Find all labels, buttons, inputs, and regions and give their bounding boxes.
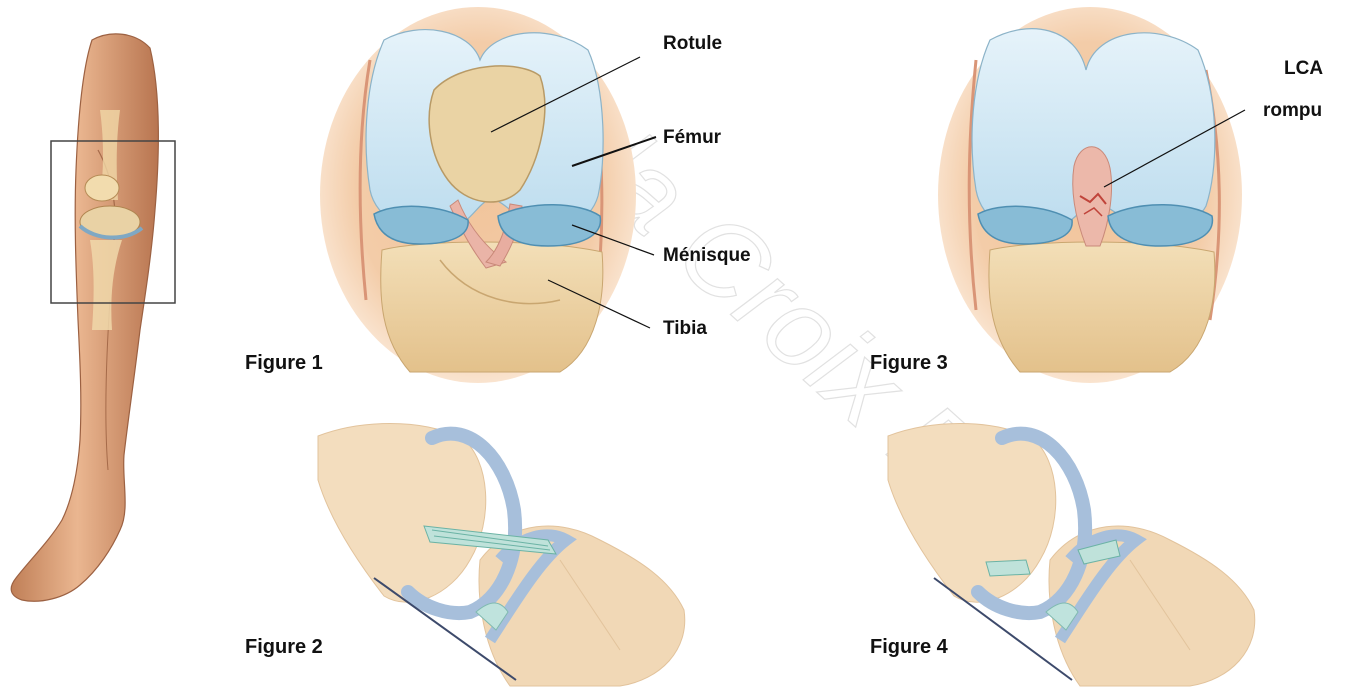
- figure-4-caption: Figure 4: [870, 636, 949, 658]
- knee-side-normal: [318, 424, 685, 687]
- label-tibia: Tibia: [663, 318, 707, 339]
- label-femur: Fémur: [663, 127, 722, 148]
- label-rompu: rompu: [1263, 100, 1322, 121]
- figure-3-caption: Figure 3: [870, 352, 948, 374]
- knee-front-normal: [320, 7, 636, 383]
- label-menisque: Ménisque: [663, 245, 751, 266]
- label-rotule: Rotule: [663, 33, 722, 54]
- label-lca: LCA: [1284, 58, 1323, 79]
- figure-1-caption: Figure 1: [245, 352, 323, 374]
- knee-front-torn: [938, 7, 1242, 383]
- figure-2-caption: Figure 2: [245, 636, 323, 658]
- leg-illustration: [11, 34, 175, 601]
